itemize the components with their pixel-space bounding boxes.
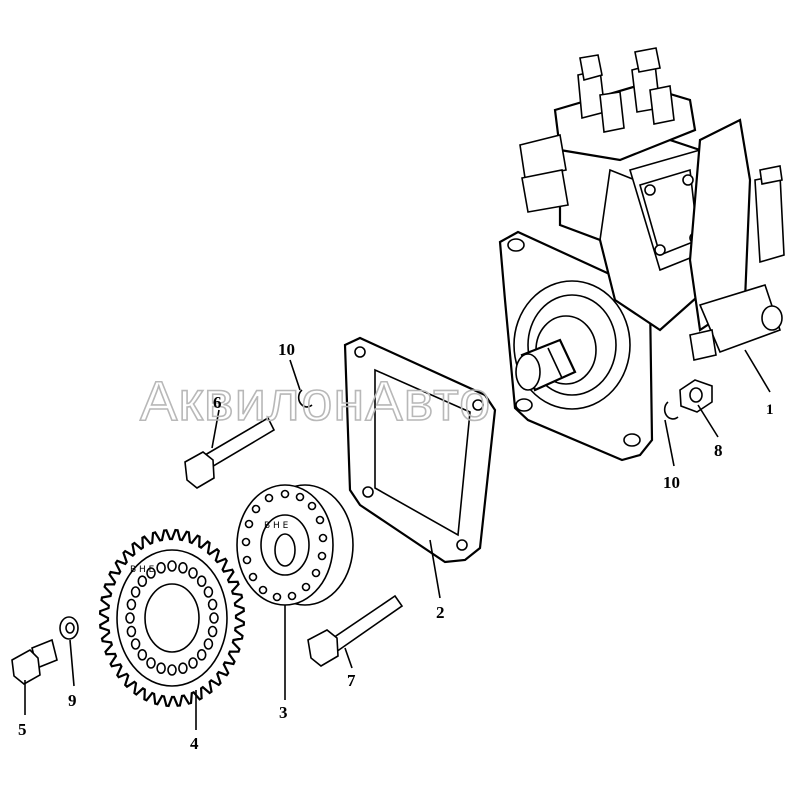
bolt-long-upper	[184, 416, 276, 489]
gear-marking: В Н Е	[130, 565, 155, 575]
gear-hole	[167, 664, 177, 676]
injection-pump	[498, 47, 785, 462]
callout-1: 1	[766, 402, 774, 418]
callout-6: 6	[213, 393, 222, 412]
gear-hole	[137, 575, 148, 588]
gear-hole	[146, 567, 156, 579]
gear-hole	[146, 657, 156, 669]
callout-labels: 1 2 3 4 5 6 7 8 9 10 10	[18, 340, 774, 753]
gear-hole	[178, 561, 188, 574]
bolt-small	[11, 638, 58, 685]
gear-hole	[203, 638, 214, 650]
hub-marking: В Н Е	[264, 521, 289, 531]
gasket	[343, 336, 497, 564]
nut	[679, 379, 713, 413]
gear-hole	[203, 586, 214, 598]
lock-washer-left	[297, 389, 313, 408]
gear-hole	[178, 662, 188, 675]
gear-holes	[125, 560, 219, 676]
callout-10-right: 10	[663, 473, 680, 492]
gear-hole	[156, 662, 166, 675]
gear-hole	[130, 638, 141, 650]
gear-hole	[126, 598, 137, 611]
hub-holes	[241, 489, 328, 602]
drive-hub: В Н Е	[236, 484, 354, 606]
gear-hole	[137, 648, 148, 661]
callout-8: 8	[714, 441, 723, 460]
leader-lines	[24, 349, 771, 730]
callout-10-left: 10	[278, 340, 295, 359]
gear-hole	[196, 648, 207, 661]
gear-hole	[207, 598, 218, 611]
callout-4: 4	[190, 734, 199, 753]
drive-gear: В Н Е	[98, 528, 246, 708]
gear-hole	[130, 586, 141, 598]
callout-7: 7	[347, 671, 356, 690]
gear-hole	[188, 567, 198, 579]
gear-hole	[156, 561, 166, 574]
bolt-long-lower	[307, 594, 404, 667]
gear-hole	[209, 612, 219, 624]
gear-hole	[167, 560, 177, 572]
callout-5: 5	[18, 720, 27, 739]
gear-hole	[207, 625, 218, 638]
gear-hole	[126, 625, 137, 638]
lock-washer-right	[663, 401, 679, 420]
washer	[59, 616, 79, 640]
gear-hole	[125, 612, 135, 624]
callout-3: 3	[279, 703, 288, 722]
callout-2: 2	[436, 603, 445, 622]
watermark-text: АквилонАвто	[140, 369, 491, 432]
callout-9: 9	[68, 691, 77, 710]
gear-hole	[188, 657, 198, 669]
gear-hole	[196, 575, 207, 588]
